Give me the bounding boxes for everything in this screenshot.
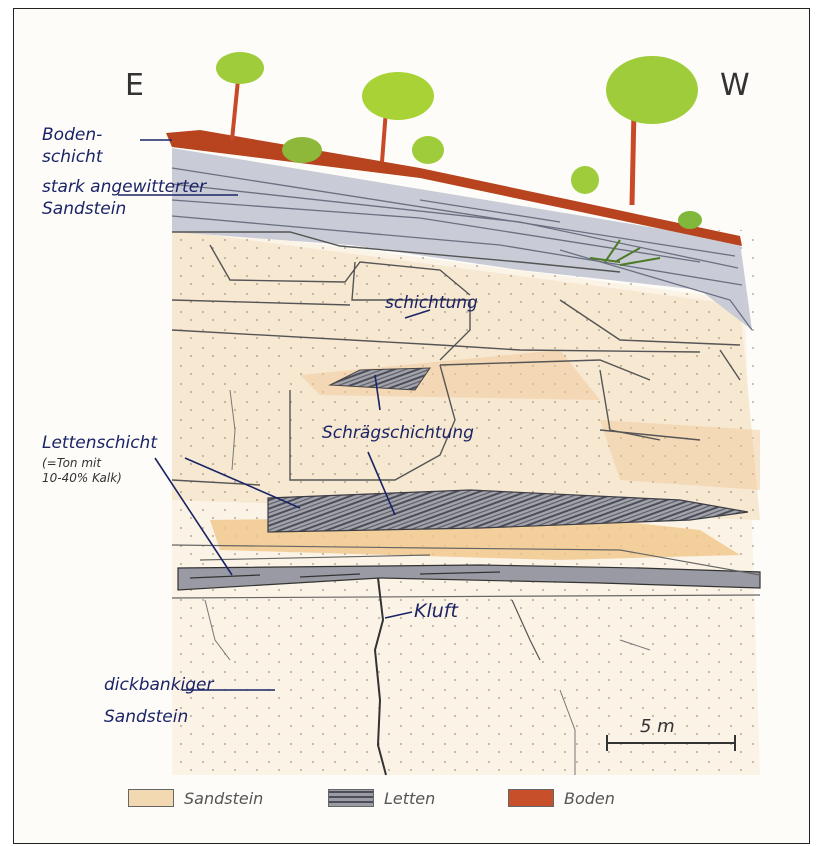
legend-swatch-sandstein: [128, 789, 174, 807]
shrub-3: [571, 166, 599, 194]
label-schraegschichtung: Schrägschichtung: [322, 422, 474, 444]
label-kluft: Kluft: [414, 600, 458, 622]
label-angewittert: stark angewitterter Sandstein: [42, 176, 206, 220]
label-dickbankig-l1: dickbankiger: [104, 674, 214, 696]
tree-1: [216, 52, 264, 140]
orange-tint-right: [600, 420, 760, 490]
legend-sandstein: Sandstein: [128, 786, 263, 810]
label-schichtung: schichtung: [385, 292, 478, 314]
direction-east: E: [125, 68, 144, 103]
shrub-2: [412, 136, 444, 164]
legend-letten: Letten: [328, 786, 435, 810]
label-letten-note-l2: 10-40% Kalk): [42, 471, 122, 486]
label-dickbankig: dickbankiger Sandstein: [104, 674, 214, 728]
legend-label-letten: Letten: [384, 789, 435, 808]
label-dickbankig-l2: Sandstein: [104, 706, 214, 728]
label-angewittert-l1: stark angewitterter: [42, 176, 206, 198]
label-bodenschicht: Boden- schicht: [42, 124, 103, 168]
direction-west: W: [720, 68, 750, 103]
label-letten-note-l1: (=Ton mit: [42, 456, 122, 471]
legend-label-boden: Boden: [564, 789, 615, 808]
label-angewittert-l2: Sandstein: [42, 198, 206, 220]
legend-boden: Boden: [508, 786, 615, 810]
scale-bar-label: 5 m: [640, 716, 675, 738]
label-lettenschicht: Lettenschicht: [42, 432, 157, 454]
shrub-1: [282, 137, 322, 163]
legend-swatch-boden: [508, 789, 554, 807]
tree-3: [606, 56, 698, 205]
shrub-4: [678, 211, 702, 229]
legend-swatch-letten: [328, 789, 374, 807]
label-letten-note: (=Ton mit 10-40% Kalk): [42, 456, 122, 486]
label-bodenschicht-l2: schicht: [42, 146, 103, 168]
label-bodenschicht-l1: Boden-: [42, 124, 103, 146]
legend-label-sandstein: Sandstein: [184, 789, 263, 808]
